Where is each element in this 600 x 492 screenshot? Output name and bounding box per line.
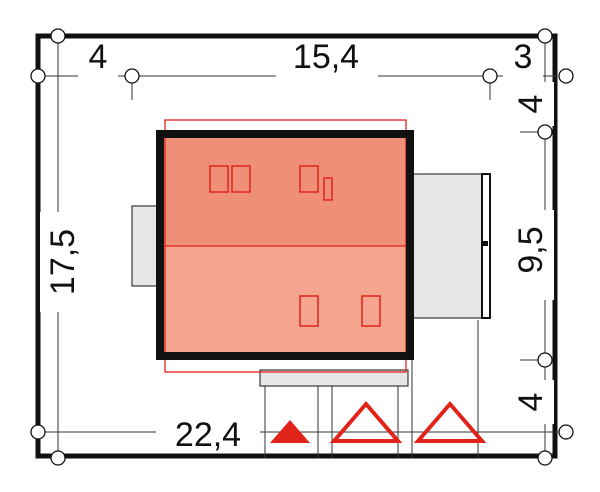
plot-boundary	[35, 33, 558, 459]
node-marker	[558, 68, 574, 84]
triangle-marker-outline	[329, 400, 403, 443]
entrance-marker-filled	[270, 420, 310, 443]
side-annex-left	[131, 205, 159, 287]
node-marker	[50, 28, 66, 44]
roof-window	[361, 295, 381, 327]
dimension-right-bottom: 4	[512, 393, 550, 412]
dimension-right-top: 4	[512, 95, 550, 114]
dimension-top-middle: 15,4	[293, 38, 359, 76]
roof-window	[231, 165, 251, 193]
roof-upper	[158, 134, 412, 246]
terrace-annex	[259, 369, 409, 387]
dimension-top-left: 4	[89, 38, 108, 76]
node-marker	[124, 68, 140, 84]
node-marker	[537, 124, 553, 140]
dimension-right-middle: 9,5	[512, 226, 550, 273]
garage-annex	[411, 173, 491, 319]
dimension-lines	[38, 34, 566, 458]
roof-windows	[209, 165, 381, 327]
node-marker	[537, 28, 553, 44]
node-marker	[50, 450, 66, 466]
node-marker	[30, 68, 46, 84]
node-marker	[482, 68, 498, 84]
roof-window	[299, 295, 319, 327]
roof-vent	[323, 177, 333, 201]
dimension-top-right: 3	[514, 38, 533, 76]
dimension-nodes	[30, 28, 574, 466]
node-marker	[30, 424, 46, 440]
node-marker	[537, 450, 553, 466]
node-marker	[558, 424, 574, 440]
node-marker	[537, 352, 553, 368]
dimension-bottom-total: 22,4	[175, 416, 241, 454]
roof-window	[209, 165, 229, 193]
roof-lower	[158, 246, 412, 356]
roof-window	[299, 165, 319, 193]
triangle-marker-outline	[413, 400, 487, 443]
garage-door-mark	[483, 241, 488, 246]
building-outline	[156, 130, 414, 360]
dimension-left-total: 17,5	[44, 229, 82, 295]
